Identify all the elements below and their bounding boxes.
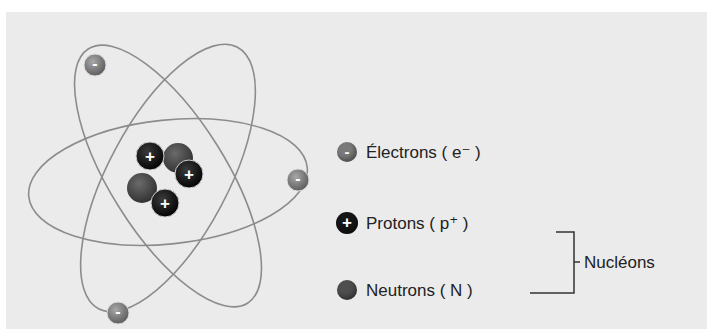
proton-sign: + — [184, 166, 194, 183]
legend-text: Électrons ( e⁻ ) — [366, 144, 481, 161]
nucleus — [127, 142, 203, 217]
electron-sign: - — [345, 144, 350, 159]
electron — [84, 54, 309, 324]
nucleon-bracket — [530, 232, 574, 293]
bracket-tick — [574, 261, 580, 263]
electron-sign: - — [115, 304, 120, 320]
legend-text: Protons ( p⁺ ) — [366, 215, 469, 232]
proton-sign: + — [160, 195, 170, 212]
proton-sign: + — [145, 148, 155, 165]
electron-sign: - — [92, 56, 97, 72]
electron-sign: - — [295, 171, 300, 187]
group-label: Nucléons — [584, 254, 655, 271]
orbit — [22, 18, 313, 329]
proton-sign: + — [342, 214, 352, 231]
legend-text: Neutrons ( N ) — [366, 282, 473, 299]
background-panel — [6, 12, 707, 329]
legend-swatch — [337, 280, 357, 300]
